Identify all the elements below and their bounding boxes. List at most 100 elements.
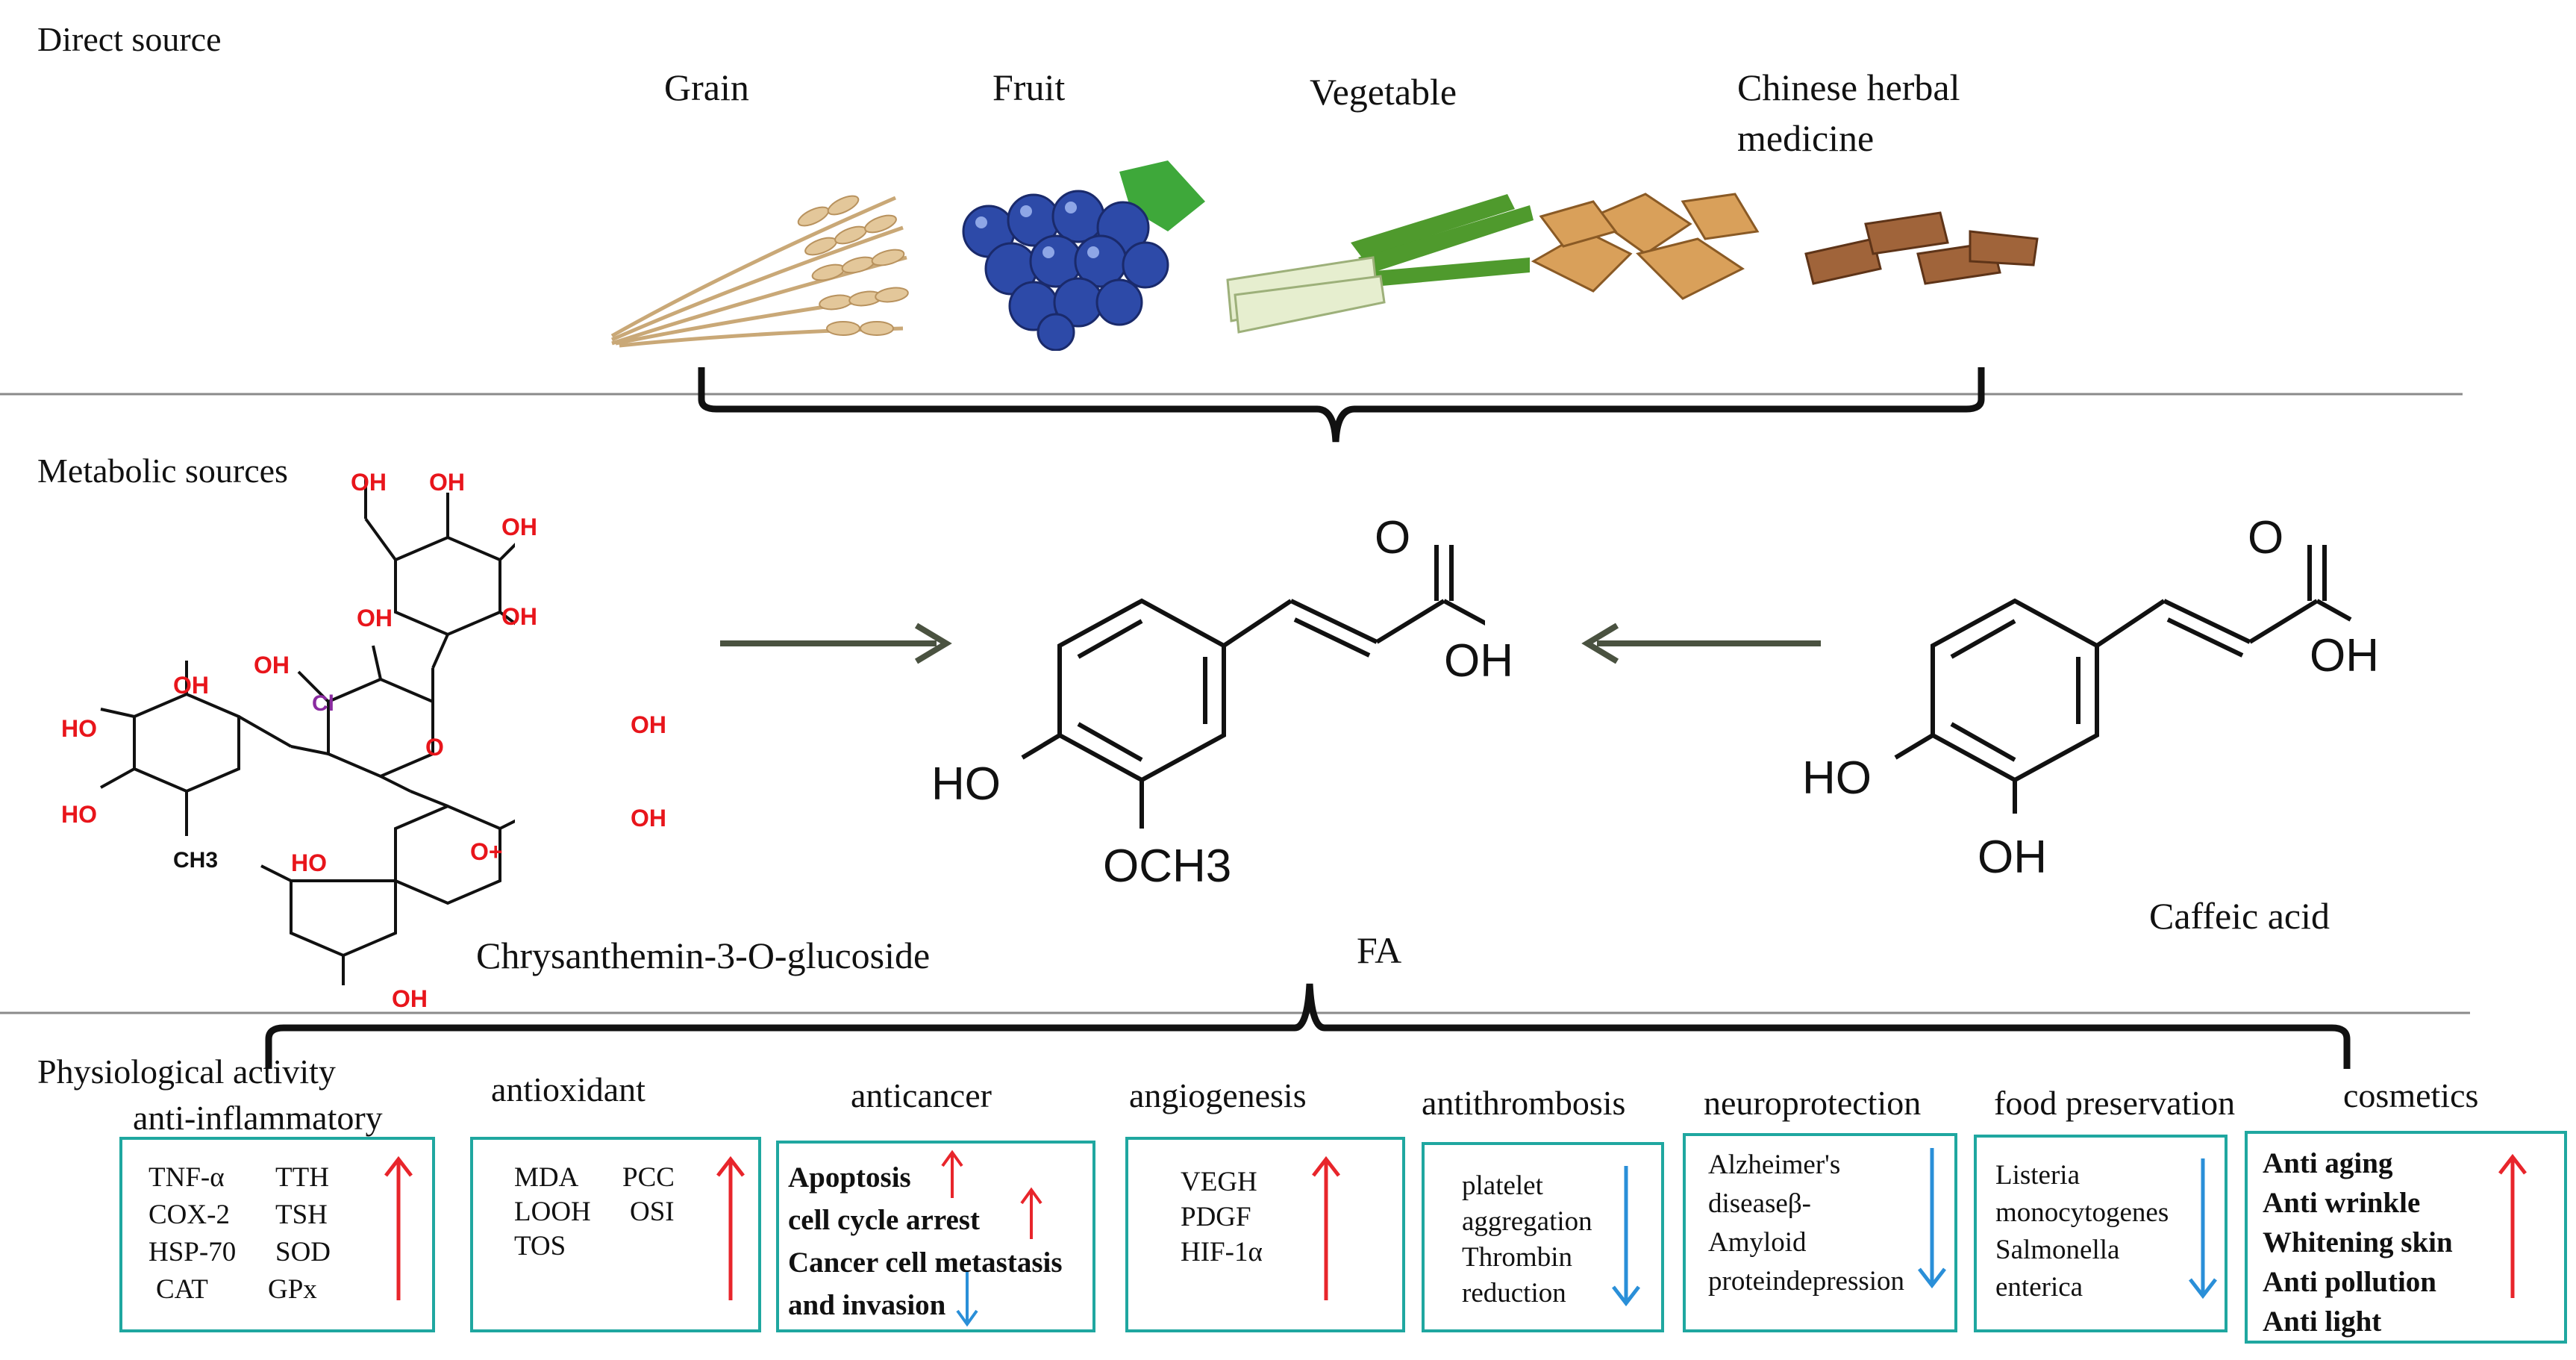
- box4-line3: HIF-1α: [1181, 1237, 1263, 1267]
- chem-ch3: CH3: [173, 848, 219, 873]
- box3-line3: Cancer cell metastasis: [788, 1247, 1063, 1279]
- chem-oh-9: OH: [631, 805, 666, 832]
- up-arrow-icon: [1312, 1155, 1340, 1300]
- box6-line1: Alzheimer's: [1708, 1150, 1841, 1180]
- caffeic-oh-bottom: OH: [1978, 832, 2047, 883]
- box7-line3: Salmonella: [1995, 1235, 2120, 1265]
- section-physiological-activity: Physiological activity: [37, 1052, 336, 1091]
- chem-oh-7: OH: [173, 672, 209, 699]
- box1-line4b: GPx: [268, 1274, 317, 1305]
- herbal-slices-image-1: [1531, 193, 1760, 300]
- box3-line2: cell cycle arrest: [788, 1204, 980, 1236]
- chem-oh-10: OH: [392, 985, 428, 1012]
- box5-line1: platelet: [1462, 1170, 1543, 1201]
- chem-oh-4: OH: [501, 603, 537, 630]
- label-chrysanthemin: Chrysanthemin-3-O-glucoside: [476, 935, 931, 976]
- chem-o-plus: O+: [470, 838, 503, 865]
- box7-line2: monocytogenes: [1995, 1197, 2169, 1228]
- box1-line3b: SOD: [275, 1237, 331, 1267]
- arrow-chrysanthemin-to-fa: [720, 623, 952, 664]
- chem-oh-8: OH: [631, 711, 666, 738]
- chem-oh-1: OH: [351, 469, 387, 496]
- box7-line1: Listeria: [1995, 1160, 2081, 1191]
- herbal-slices-image-2: [1804, 211, 2039, 285]
- box4-line1: VEGH: [1181, 1167, 1257, 1197]
- label-herbal-line2: medicine: [1737, 117, 1875, 159]
- label-caffeic-acid: Caffeic acid: [2149, 895, 2330, 937]
- caffeic-ho: HO: [1802, 752, 1872, 804]
- box-anti-inflammatory: TNF-α COX-2 HSP-70 CAT TTH TSH SOD GPx: [119, 1137, 435, 1332]
- up-arrow-icon: [1020, 1187, 1042, 1239]
- activity-label-antithrombosis: antithrombosis: [1422, 1084, 1626, 1122]
- box5-line2: aggregation: [1462, 1206, 1592, 1237]
- activity-label-angiogenesis: angiogenesis: [1129, 1076, 1307, 1114]
- box1-line2a: COX-2: [149, 1200, 230, 1230]
- chem-oh-6: OH: [254, 652, 290, 679]
- box2-line2a: LOOH: [514, 1197, 591, 1227]
- box1-line1b: TTH: [275, 1162, 329, 1193]
- down-arrow-icon: [1612, 1166, 1640, 1307]
- activity-label-anti-inflammatory: anti-inflammatory: [133, 1099, 383, 1137]
- grain-wheat-image: [610, 195, 909, 348]
- up-arrow-icon: [941, 1150, 963, 1198]
- box2-line1a: MDA: [514, 1162, 579, 1193]
- box-anticancer: Apoptosis cell cycle arrest Cancer cell …: [776, 1141, 1095, 1332]
- activity-label-food-preservation: food preservation: [1994, 1084, 2236, 1122]
- activity-label-antioxidant: antioxidant: [491, 1070, 645, 1108]
- brace-direct-sources: [698, 367, 1985, 443]
- chem-oh-5: OH: [357, 605, 393, 631]
- box8-line4: Anti pollution: [2263, 1266, 2436, 1298]
- box2-line3a: TOS: [514, 1231, 566, 1261]
- brace-activities: [265, 983, 2351, 1069]
- label-grain: Grain: [664, 66, 749, 108]
- box2-line1b: PCC: [622, 1162, 675, 1193]
- box-antioxidant: MDA LOOH TOS PCC OSI: [470, 1137, 761, 1332]
- box2-line2b: OSI: [630, 1197, 675, 1227]
- box1-line3a: HSP-70: [149, 1237, 237, 1267]
- up-arrow-icon: [384, 1155, 413, 1300]
- chem-o-link: O: [425, 734, 444, 761]
- down-arrow-icon: [2189, 1158, 2217, 1300]
- up-arrow-icon: [2498, 1153, 2527, 1298]
- up-arrow-icon: [716, 1155, 745, 1300]
- activity-label-cosmetics: cosmetics: [2343, 1076, 2479, 1114]
- box8-line2: Anti wrinkle: [2263, 1187, 2421, 1219]
- fa-structure: [1021, 545, 1485, 829]
- box1-line4a: CAT: [156, 1274, 208, 1305]
- box-food-preservation: Listeria monocytogenes Salmonella enteri…: [1974, 1135, 2228, 1332]
- section-direct-source: Direct source: [37, 20, 222, 58]
- box8-line1: Anti aging: [2263, 1147, 2393, 1179]
- fruit-grapes-image: [962, 160, 1205, 351]
- label-fa: FA: [1357, 929, 1402, 971]
- box5-line3: Thrombin: [1462, 1242, 1572, 1273]
- box6-line4: proteindepression: [1708, 1266, 1905, 1297]
- label-fruit: Fruit: [992, 66, 1066, 108]
- section-metabolic-sources: Metabolic sources: [37, 452, 288, 490]
- activity-label-anticancer: anticancer: [851, 1076, 992, 1114]
- arrow-caffeic-to-fa: [1581, 623, 1821, 664]
- chem-ho-3: HO: [291, 849, 327, 876]
- label-herbal-line1: Chinese herbal: [1737, 66, 1960, 108]
- fa-och3: OCH3: [1103, 840, 1232, 892]
- activity-label-neuroprotection: neuroprotection: [1704, 1084, 1922, 1122]
- chem-oh-3: OH: [501, 514, 537, 540]
- box1-line2b: TSH: [275, 1200, 328, 1230]
- chem-cl: Cl: [312, 691, 334, 716]
- box5-line4: reduction: [1462, 1278, 1566, 1308]
- box-antithrombosis: platelet aggregation Thrombin reduction: [1422, 1142, 1664, 1332]
- chem-ho-1: HO: [61, 715, 97, 742]
- box-neuroprotection: Alzheimer's diseaseβ- Amyloid proteindep…: [1683, 1133, 1957, 1332]
- caffeic-o: O: [2248, 512, 2284, 564]
- fa-oh: OH: [1444, 635, 1513, 687]
- chrysanthemin-structure: [100, 478, 515, 985]
- label-vegetable: Vegetable: [1310, 71, 1457, 113]
- box7-line4: enterica: [1995, 1272, 2083, 1303]
- chem-oh-2: OH: [429, 469, 465, 496]
- caffeic-structure: [1894, 545, 2352, 814]
- fa-o: O: [1375, 512, 1411, 564]
- box3-line1: Apoptosis: [788, 1161, 911, 1194]
- chem-ho-2: HO: [61, 801, 97, 828]
- box6-line2: diseaseβ-: [1708, 1188, 1811, 1219]
